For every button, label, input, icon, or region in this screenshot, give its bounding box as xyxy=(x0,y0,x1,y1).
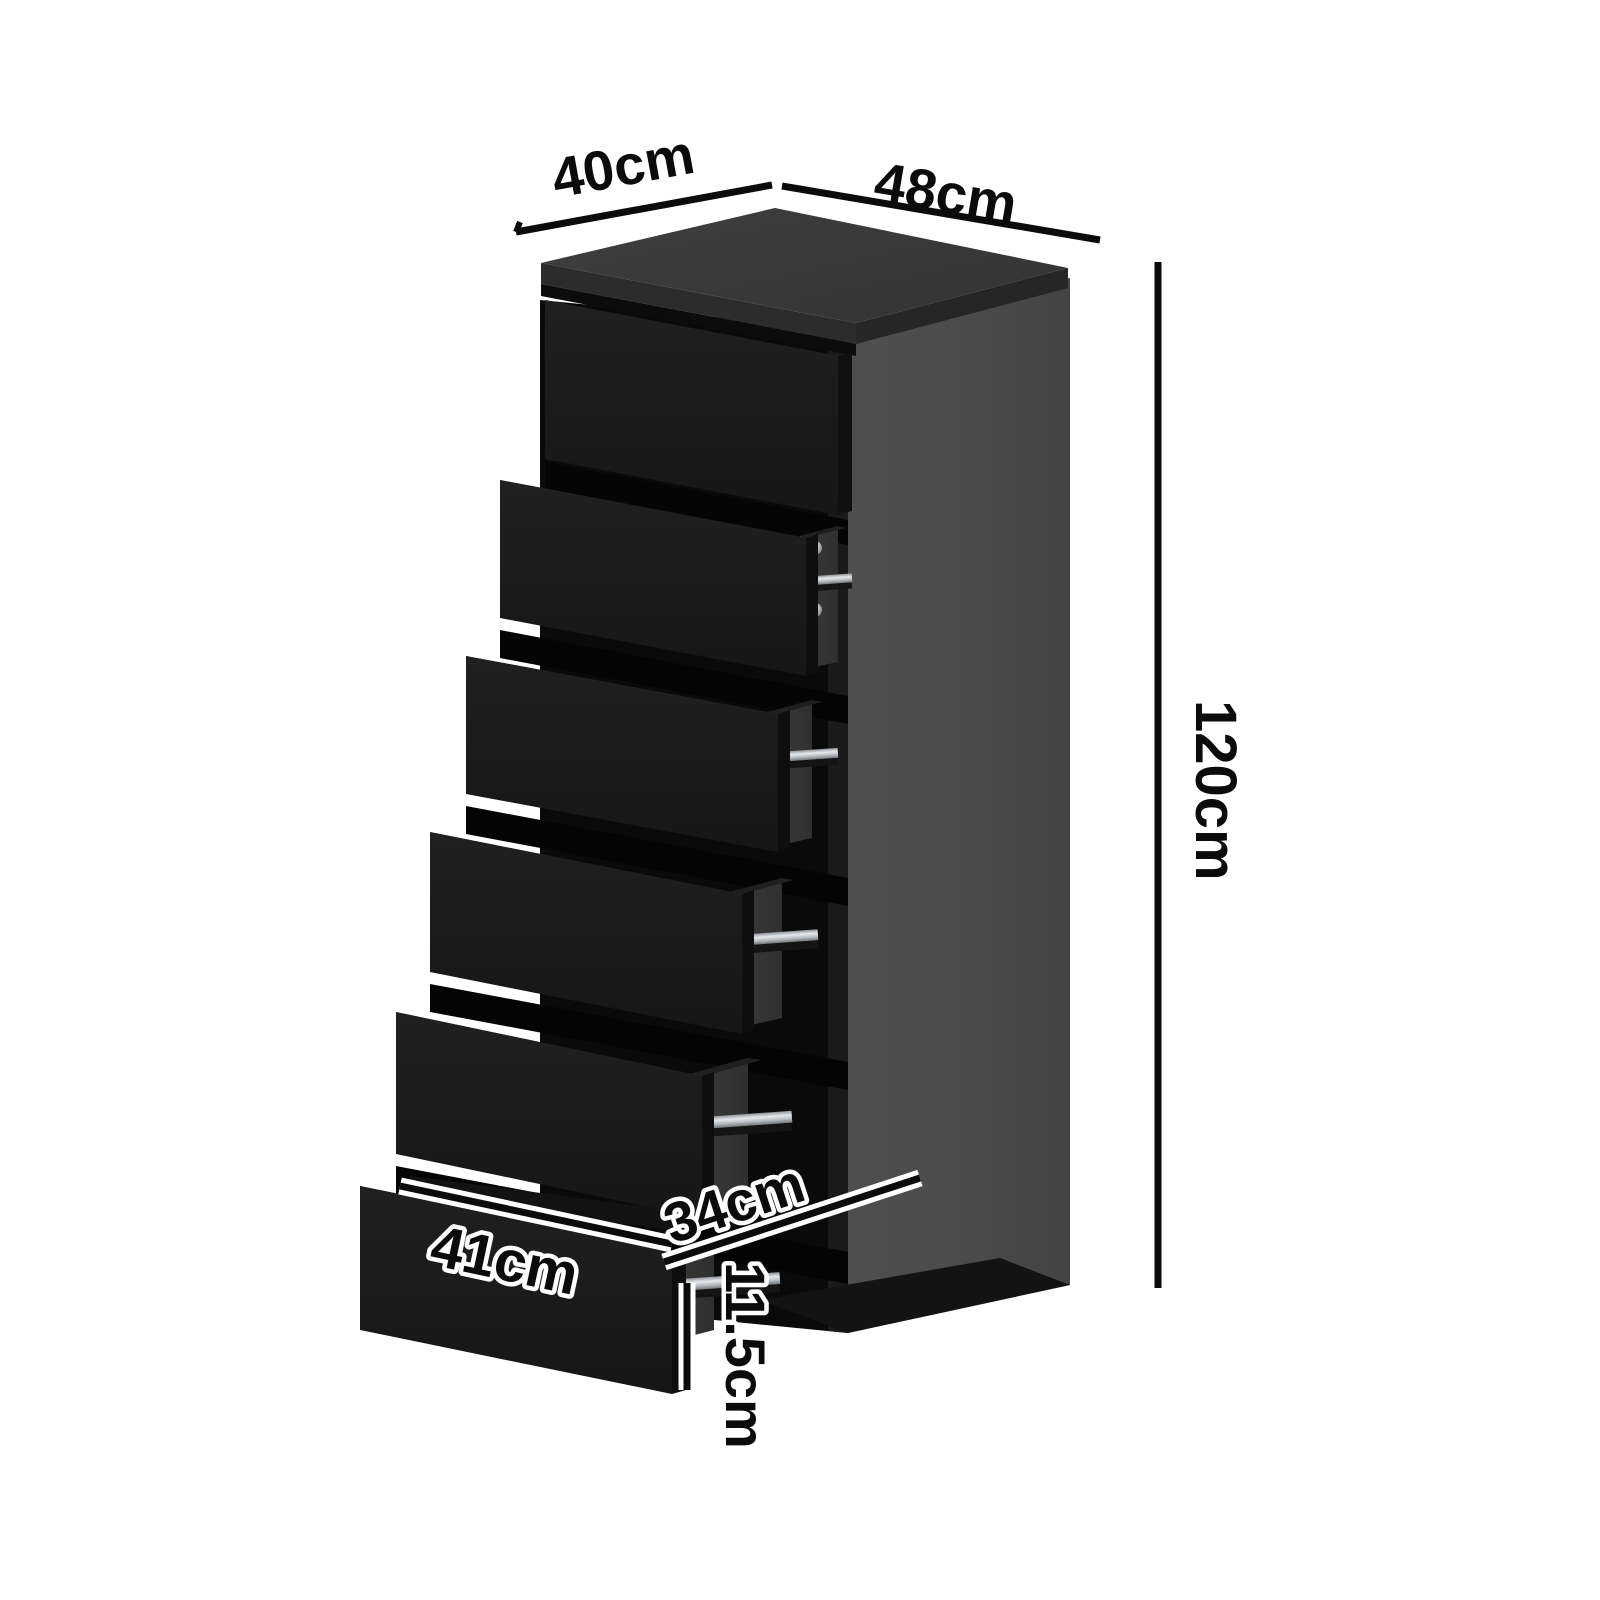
drawer-3-slide-rail-dark xyxy=(775,757,839,770)
drawer-6-slide-rail-dark xyxy=(667,1284,781,1300)
dimension-depth-line xyxy=(781,182,1101,244)
top-panel-right-edge xyxy=(856,268,1068,344)
drawer-6-interior-back xyxy=(410,1176,672,1230)
drawer-3-box-rim xyxy=(768,700,822,714)
dimension-drawer-height-label: 11.5cm xyxy=(714,1262,777,1449)
drawer-4-box-rim xyxy=(730,878,794,894)
drawer-3-opening xyxy=(500,630,848,724)
drawer-5-front-side xyxy=(702,1072,714,1218)
drawer-3-front xyxy=(466,656,778,852)
dimension-depth-label: 48cm xyxy=(870,150,1022,236)
dimension-width-line xyxy=(515,181,773,236)
dimension-drawer-width-line xyxy=(399,1182,673,1248)
drawer-2-box-rim xyxy=(800,526,846,538)
dimension-drawer-depth-line xyxy=(662,1174,922,1266)
dimension-width-tick-left xyxy=(513,220,523,234)
drawer-5-slide-rail-dark xyxy=(699,1122,793,1138)
dimension-height-label: 120cm xyxy=(1183,700,1248,881)
dimension-width-label: 40cm xyxy=(547,122,699,210)
drawer-5-front xyxy=(396,1012,702,1218)
dimension-width: 40cm xyxy=(513,122,773,236)
drawer-3-slide-rail xyxy=(775,747,839,763)
carcass-base xyxy=(760,1258,1070,1333)
drawer-4-front xyxy=(430,832,742,1034)
top-panel-front-edge xyxy=(541,263,856,344)
drawer-1-front xyxy=(545,300,838,515)
drawer-4-slide-rail xyxy=(739,929,819,946)
drawer-2-front-side xyxy=(806,534,818,676)
drawer-2-opening xyxy=(545,462,848,545)
dimension-drawer-height: 11.5cm xyxy=(678,1258,782,1453)
drawer-4-slide-rail-dark xyxy=(739,940,819,954)
drawer-4-opening xyxy=(466,806,848,906)
drawer-3-front-side xyxy=(778,710,790,852)
drawer-5[interactable] xyxy=(396,984,848,1218)
top-panel-shadow-gap xyxy=(541,284,856,356)
drawer-2[interactable] xyxy=(500,462,853,676)
drawer-5-box-rim xyxy=(690,1058,762,1076)
carcass-side-panel xyxy=(848,278,1070,1333)
drawer-3[interactable] xyxy=(466,630,848,852)
drawer-5-slide-rail xyxy=(699,1110,793,1130)
top-panel-surface xyxy=(541,208,1068,323)
cabinet-top-panel xyxy=(541,208,1068,356)
drawer-4-front-side xyxy=(742,890,754,1034)
drawer-6-slide-rail xyxy=(667,1272,781,1292)
drawer-1[interactable] xyxy=(545,300,852,515)
dimension-height: 120cm xyxy=(1154,262,1248,1288)
drawer-2-front xyxy=(500,480,806,676)
drawer-6-front xyxy=(360,1186,672,1394)
drawer-4[interactable] xyxy=(430,806,848,1034)
drawer-1-right-return xyxy=(838,352,852,515)
